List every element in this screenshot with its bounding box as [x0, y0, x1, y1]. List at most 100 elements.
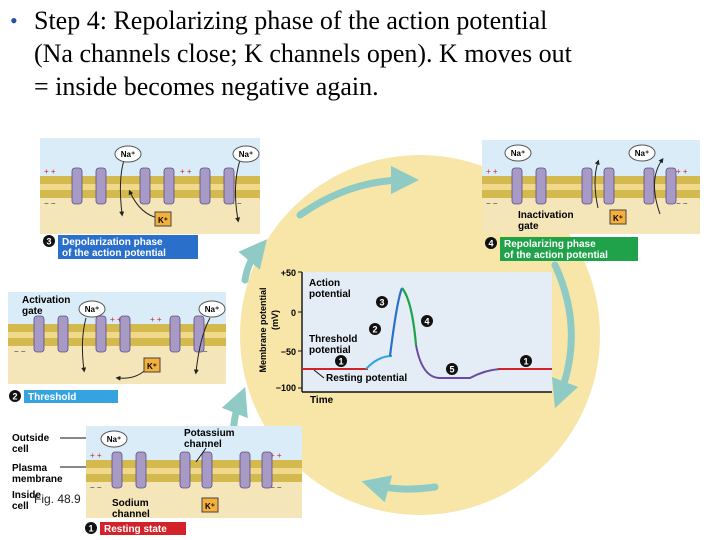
svg-text:− −: − − [486, 199, 498, 208]
y-axis-title: Membrane potential [258, 287, 268, 372]
svg-text:2: 2 [372, 325, 377, 335]
panel-depolarization: + + + + − − − − Na⁺ Na⁺ K⁺ [40, 138, 260, 259]
ion-na-7: Na⁺ [100, 430, 128, 448]
tick-label-0: 0 [291, 308, 296, 318]
panel-repolarizing: + + + + − − − − Na⁺ Na⁺ K⁺ Inactivation [482, 140, 700, 261]
tick-label-plus50: +50 [281, 268, 296, 278]
svg-text:Na⁺: Na⁺ [205, 305, 219, 314]
graph-marker-5: 5 [446, 363, 458, 375]
label-action-potential-1: Action [309, 278, 340, 289]
svg-text:1: 1 [523, 357, 528, 367]
svg-text:+ +: + + [676, 167, 688, 176]
svg-text:+ +: + + [486, 167, 498, 176]
ion-na-5: Na⁺ [78, 300, 106, 318]
svg-text:− −: − − [44, 199, 56, 208]
panel-4-label-1: Repolarizing phase [504, 239, 596, 250]
svg-text:Na⁺: Na⁺ [635, 149, 649, 158]
label-resting-potential: Resting potential [326, 373, 407, 384]
label-inside-cell-2: cell [12, 501, 29, 512]
label-outside-cell-2: cell [12, 444, 29, 455]
panel-1-label: Resting state [104, 524, 167, 535]
label-inactivation-gate-1: Inactivation [518, 210, 574, 221]
bullet: • [10, 8, 18, 33]
svg-text:4: 4 [424, 317, 429, 327]
curve-depolarization [388, 287, 404, 357]
svg-text:− −: − − [270, 483, 282, 492]
label-action-potential-2: potential [309, 289, 351, 300]
label-activation-gate-2: gate [22, 306, 43, 317]
svg-text:Na⁺: Na⁺ [511, 149, 525, 158]
label-sodium-channel-2: channel [112, 509, 150, 520]
ion-na-3: Na⁺ [504, 144, 532, 162]
figure-reference: Fig. 48.9 [34, 492, 81, 506]
label-potassium-channel-2: channel [184, 439, 222, 450]
panel-4-label-2: of the action potential [504, 250, 608, 261]
graph-marker-4: 4 [421, 315, 433, 327]
cycle-arrow-top [296, 166, 419, 219]
svg-text:1: 1 [338, 357, 343, 367]
y-axis-unit: (mV) [270, 310, 280, 330]
svg-text:K⁺: K⁺ [147, 362, 157, 371]
ion-na-2: Na⁺ [232, 145, 260, 163]
ion-na-6: Na⁺ [198, 300, 226, 318]
resting-pointer [313, 369, 325, 379]
label-inside-cell-1: Inside [12, 490, 41, 501]
label-sodium-channel-1: Sodium [112, 498, 149, 509]
ion-k-4: K⁺ [201, 497, 219, 513]
ion-k-1: K⁺ [154, 211, 172, 227]
cycle-arrow-right [551, 261, 579, 409]
svg-text:− −: − − [14, 347, 26, 356]
curve-threshold [365, 355, 393, 370]
label-plasma-membrane-2: membrane [12, 474, 63, 485]
label-inactivation-gate-2: gate [518, 221, 539, 232]
svg-text:K⁺: K⁺ [613, 214, 623, 223]
svg-text:1: 1 [88, 524, 93, 534]
svg-text:+ +: + + [180, 167, 192, 176]
svg-text:Na⁺: Na⁺ [85, 305, 99, 314]
tick-label-minus100: −100 [276, 383, 296, 393]
graph-marker-3: 3 [376, 296, 388, 308]
svg-text:− −: − − [90, 483, 102, 492]
svg-text:K⁺: K⁺ [205, 502, 215, 511]
label-threshold-potential-2: potential [309, 345, 351, 356]
cycle-arrow-bottom [361, 475, 439, 503]
label-potassium-channel-1: Potassium [184, 428, 235, 439]
label-threshold-potential-1: Threshold [309, 334, 357, 345]
svg-text:− −: − − [676, 199, 688, 208]
panel-2-label: Threshold [28, 392, 76, 403]
panel-3-label-1: Depolarization phase [62, 237, 163, 248]
tick-label-minus50: −50 [281, 347, 296, 357]
slide-line-1: Step 4: Repolarizing phase of the action… [34, 6, 548, 35]
panel-resting: + + + + − − − − Na⁺ K⁺ Outside cell Plas… [12, 426, 302, 535]
x-axis-label: Time [310, 395, 334, 406]
svg-text:Na⁺: Na⁺ [107, 435, 121, 444]
svg-text:+ +: + + [110, 315, 122, 324]
svg-text:K⁺: K⁺ [158, 216, 168, 225]
curve-repolarization [401, 287, 418, 346]
svg-text:Na⁺: Na⁺ [239, 150, 253, 159]
slide-line-3: = inside becomes negative again. [34, 72, 379, 101]
curve-undershoot [415, 344, 501, 379]
graph-marker-2: 2 [369, 323, 381, 335]
slide-line-2: (Na channels close; K channels open). K … [34, 39, 572, 68]
cycle-arrow-left-high [238, 239, 267, 284]
svg-text:+ +: + + [270, 451, 282, 460]
svg-text:4: 4 [488, 239, 493, 249]
graph-marker-1-end: 1 [520, 355, 532, 367]
svg-text:Na⁺: Na⁺ [121, 150, 135, 159]
label-activation-gate-1: Activation [22, 295, 70, 306]
ion-k-3: K⁺ [143, 357, 161, 373]
svg-text:+ +: + + [44, 167, 56, 176]
svg-text:+ +: + + [150, 315, 162, 324]
slide-text: • Step 4: Repolarizing phase of the acti… [10, 4, 710, 103]
svg-text:5: 5 [449, 365, 454, 375]
svg-text:+ +: + + [90, 451, 102, 460]
graph-marker-1: 1 [335, 355, 347, 367]
ion-k-2: K⁺ [609, 209, 627, 225]
panel-threshold: + + + + − − − − Na⁺ Na⁺ K⁺ Activ [8, 292, 226, 403]
svg-text:3: 3 [46, 237, 51, 247]
label-outside-cell-1: Outside [12, 433, 50, 444]
svg-text:2: 2 [12, 392, 17, 402]
label-plasma-membrane-1: Plasma [12, 463, 47, 474]
panel-3-label-2: of the action potential [62, 248, 166, 259]
